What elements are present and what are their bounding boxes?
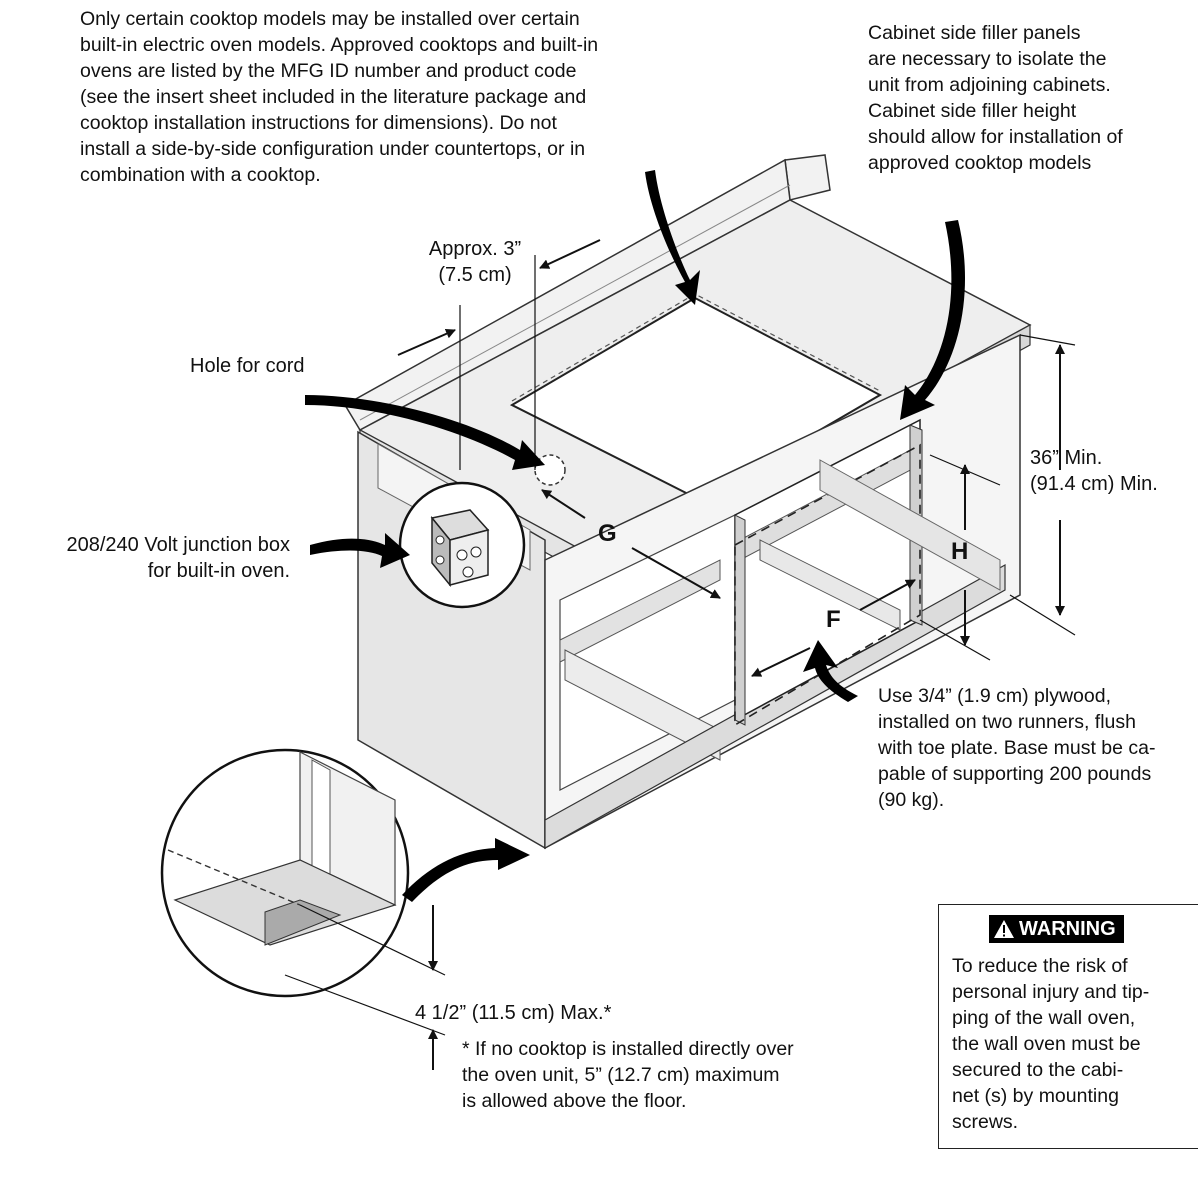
note-cooktop-models: Only certain cooktop models may be insta… bbox=[80, 8, 599, 186]
warning-title: WARNING bbox=[1019, 918, 1116, 940]
note-plywood: Use 3/4” (1.9 cm) plywood, installed on … bbox=[878, 685, 1156, 811]
label-dim-h: H bbox=[951, 538, 969, 565]
dimension-lines bbox=[284, 239, 1076, 1070]
warning-triangle-icon bbox=[994, 920, 1014, 938]
toe-plate-detail bbox=[160, 748, 410, 998]
warning-header: WARNING bbox=[989, 915, 1124, 943]
label-max-toe: 4 1/2” (11.5 cm) Max.* bbox=[415, 1002, 612, 1024]
label-dim-g: G bbox=[598, 520, 617, 547]
oven-cavity bbox=[734, 418, 1001, 727]
warning-box bbox=[938, 904, 1198, 1149]
note-filler-panels: Cabinet side filler panels are necessary… bbox=[868, 22, 1123, 174]
junction-box-icon bbox=[398, 481, 526, 609]
label-min-height: 36” Min. (91.4 cm) Min. bbox=[1030, 447, 1158, 495]
label-dim-f: F bbox=[826, 606, 841, 633]
leader-arrows bbox=[305, 170, 966, 902]
note-footnote: * If no cooktop is installed directly ov… bbox=[462, 1038, 794, 1112]
label-approx-3in: Approx. 3” (7.5 cm) bbox=[428, 238, 522, 286]
warning-text: To reduce the risk of personal injury an… bbox=[952, 955, 1150, 1133]
label-junction-box: 208/240 Volt junction box for built-in o… bbox=[66, 534, 290, 582]
label-hole-for-cord: Hole for cord bbox=[190, 355, 305, 377]
